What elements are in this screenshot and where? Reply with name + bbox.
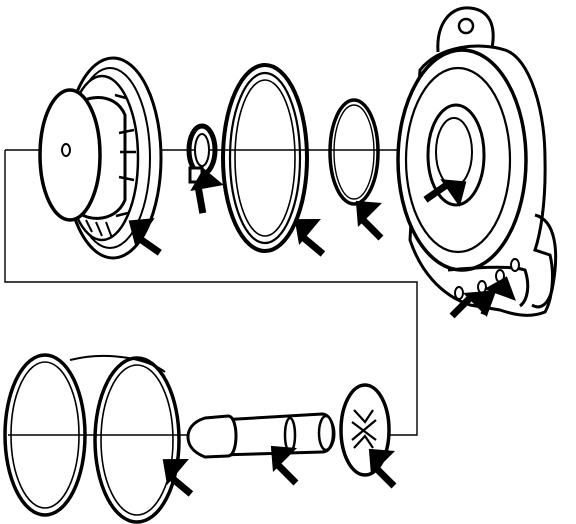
end-cap — [38, 56, 163, 260]
connector-line — [4, 150, 418, 436]
arrow-o-ring — [343, 188, 399, 244]
pin — [186, 412, 336, 459]
large-gasket — [221, 63, 309, 253]
housing — [396, 6, 558, 317]
o-ring — [328, 98, 380, 206]
piston-rings — [3, 353, 181, 524]
